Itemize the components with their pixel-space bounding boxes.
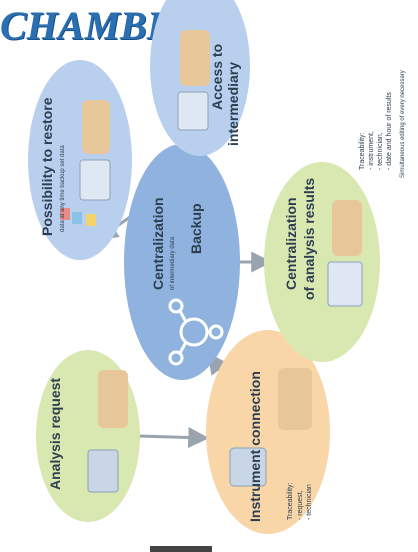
node-access-intermediary: Access to intermediary [150, 0, 250, 156]
access-label: Access to [209, 44, 225, 110]
node-instrument-connection: Instrument connection Traceability: - re… [206, 330, 330, 534]
node-restore: Possibility to restore data at any time … [28, 60, 132, 260]
traceability-instrument-line-0: Traceability: [287, 482, 294, 520]
network-hub-icon [168, 298, 224, 366]
technician-figure [180, 30, 210, 86]
analysis-request-label: Analysis request [47, 378, 63, 490]
monitor-figure [177, 91, 209, 131]
traceability-results-line-3: - date and hour of results [386, 92, 393, 170]
technician-figure [82, 100, 110, 154]
node-analysis-request: Analysis request [36, 350, 140, 522]
monitor-figure [79, 159, 111, 201]
arrow-request-to-instrument [137, 427, 210, 448]
traceability-results-line-2: - technician, [377, 132, 384, 170]
restore-sublabel: data at any time backup set data [60, 145, 66, 232]
monitor-figure [327, 261, 363, 307]
traceability-results-note: Traceability: - instrument, - technician… [359, 70, 406, 178]
intermediary-label: intermediary [225, 62, 241, 146]
technician-figure [332, 200, 362, 256]
instrument-figure [229, 447, 267, 487]
results-of-analysis-label: of analysis results [301, 178, 317, 300]
node-centralization-backup: Centralization of intermediary data Back… [124, 144, 240, 380]
centralization-sublabel: of intermediary data [170, 236, 176, 290]
technician-figure [98, 370, 128, 428]
restore-label: Possibility to restore [39, 97, 55, 236]
file-icon [60, 208, 70, 220]
instrument-connection-label: Instrument connection [247, 371, 263, 522]
file-icon [86, 214, 96, 226]
traceability-results-line-0: Traceability: [359, 132, 366, 170]
traceability-results-line-1: - instrument, [368, 131, 375, 170]
traceability-instrument-line-1: - request, [297, 490, 304, 520]
centralization-label: Centralization [150, 197, 166, 290]
monitor-figure [87, 449, 119, 493]
traceability-instrument-line-2: - technician [306, 484, 313, 520]
bottom-frame-fragment [150, 546, 212, 552]
node-centralization-results: Centralization of analysis results [264, 162, 380, 362]
results-centralization-label: Centralization [283, 197, 299, 290]
technician-figure [278, 368, 312, 430]
file-icon [72, 212, 82, 224]
traceability-results-line-4: Simultaneous editing of every necessary [400, 70, 406, 178]
backup-label: Backup [188, 203, 204, 254]
